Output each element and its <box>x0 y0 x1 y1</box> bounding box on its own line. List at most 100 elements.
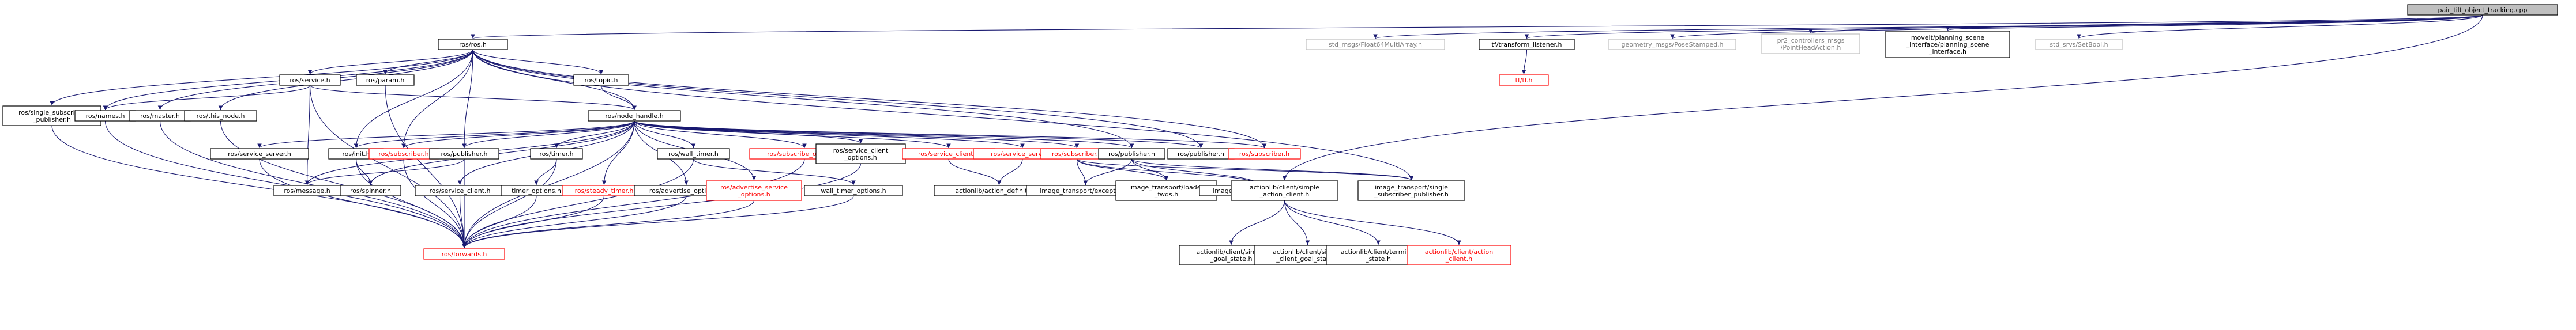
node-box <box>1885 31 2010 58</box>
node-label: wall_timer_options.h <box>821 187 886 195</box>
edge-ros_node_handle-to-ros_timer <box>554 120 635 149</box>
node-label: actionlib/action_definition.h <box>955 187 1043 195</box>
node-box <box>1761 33 1860 54</box>
node-ros-publisher-a[interactable]: ros/publisher.h <box>429 148 499 160</box>
edge-ros_adv_srv_options-to-ros_forwards <box>462 200 755 249</box>
node-ros-adv-srv-options[interactable]: ros/advertise_service_options.h <box>706 180 802 201</box>
node-tf-listener[interactable]: tf/transform_listener.h <box>1479 39 1575 50</box>
node-timer-options[interactable]: timer_options.h <box>501 185 571 196</box>
node-box <box>1228 148 1301 160</box>
edge-ros_node_handle-to-ros_publisher_b <box>634 120 1134 149</box>
node-ros-wall-timer[interactable]: ros/wall_timer.h <box>657 148 730 160</box>
edge-ros_ros-to-ros_service <box>307 49 473 75</box>
edge-ros_publisher_b-to-it_single_sub_pub <box>1131 158 1414 181</box>
node-ros-names[interactable]: ros/names.h <box>74 110 136 122</box>
edge-ros_service-to-ros_forwards <box>309 85 467 249</box>
node-root[interactable]: pair_tilt_object_tracking.cpp <box>2407 4 2558 16</box>
edge-ros_ros-to-ros_topic <box>472 49 604 75</box>
edge-ros_ros-to-ros_publisher_c <box>472 49 1204 149</box>
edge-ros_node_handle-to-ros_service_client_a <box>634 120 951 149</box>
node-box <box>804 185 903 196</box>
node-ros-subscriber-b[interactable]: ros/subscriber.h <box>1040 148 1114 160</box>
node-label: ros/names.h <box>86 112 125 120</box>
edge-ros_node_handle-to-ros_publisher_a <box>462 120 635 149</box>
node-geom-pose[interactable]: geometry_msgs/PoseStamped.h <box>1608 39 1736 50</box>
edge-ros_names-to-ros_forwards <box>104 120 467 249</box>
edge-ros_sub_options-to-ros_forwards <box>462 158 805 249</box>
node-label: ros/service_server.h <box>991 150 1054 158</box>
node-label: actionlib/client/simple <box>1273 248 1342 256</box>
node-label: actionlib/client/simple <box>1197 248 1266 256</box>
node-box <box>340 185 401 196</box>
node-ros-node-handle[interactable]: ros/node_handle.h <box>588 110 681 122</box>
edge-ros_wall_timer-to-ros_forwards <box>462 158 694 249</box>
node-label: ros/subscriber.h <box>1239 150 1289 158</box>
node-ros-service-server-a[interactable]: ros/service_server.h <box>210 148 309 160</box>
node-std-setbool[interactable]: std_srvs/SetBool.h <box>2035 39 2123 50</box>
node-label: /PointHeadAction.h <box>1781 44 1841 51</box>
edge-root-to-moveit_psi <box>1946 14 2483 31</box>
edge-al_simple_client-to-al_action_client <box>1284 200 1461 245</box>
edge-ros_timer-to-timer_options <box>534 158 557 185</box>
node-ros-srv-client-opts[interactable]: ros/service_client_options.h <box>815 143 906 164</box>
node-ros-timer[interactable]: ros/timer.h <box>530 148 583 160</box>
edge-ros_steady_timer-to-ros_forwards <box>462 195 605 249</box>
node-label: tf/tf.h <box>1515 77 1533 84</box>
edge-ros_service_server_b-to-al_action_def <box>996 158 1023 185</box>
node-al-action-client[interactable]: actionlib/client/action_client.h <box>1407 245 1511 265</box>
node-label: _client_goal_state.h <box>1276 255 1339 263</box>
edge-ros_adv_options-to-ros_forwards <box>462 195 687 249</box>
edge-ros_topic-to-ros_node_handle <box>600 85 637 111</box>
node-it-single-sub-pub[interactable]: image_transport/single_subscriber_publis… <box>1357 180 1465 201</box>
edge-ros_node_handle-to-ros_service_server_a <box>257 120 635 149</box>
node-ros-param[interactable]: ros/param.h <box>356 74 415 86</box>
node-it-exception-a[interactable]: image_transport/exception.h <box>1026 185 1145 196</box>
node-ros-subscriber-a[interactable]: ros/subscriber.h <box>368 148 439 160</box>
node-box <box>1407 245 1511 265</box>
node-box <box>706 180 802 201</box>
node-al-simple-client[interactable]: actionlib/client/simple_action_client.h <box>1231 180 1338 201</box>
node-box <box>530 148 583 160</box>
node-pr2-head[interactable]: pr2_controllers_msgs/PointHeadAction.h <box>1761 33 1860 54</box>
node-ros-spinner[interactable]: ros/spinner.h <box>340 185 401 196</box>
node-wall-timer-options[interactable]: wall_timer_options.h <box>804 185 903 196</box>
node-ros-steady-timer[interactable]: ros/steady_timer.h <box>562 185 646 196</box>
node-label: image_transport/exception.h <box>1040 187 1131 195</box>
node-ros-ros[interactable]: ros/ros.h <box>438 39 508 50</box>
node-ros-service[interactable]: ros/service.h <box>279 74 341 86</box>
node-ros-message[interactable]: ros/message.h <box>273 185 341 196</box>
node-ros-publisher-c[interactable]: ros/publisher.h <box>1167 148 1235 160</box>
node-label: ros/service.h <box>289 77 330 84</box>
edge-ros_ros-to-ros_subscriber_c <box>472 49 1267 149</box>
node-ros-master[interactable]: ros/master.h <box>129 110 191 122</box>
node-label: ros/publisher.h <box>441 150 488 158</box>
node-tf-tf[interactable]: tf/tf.h <box>1499 74 1549 86</box>
node-box <box>1357 180 1465 201</box>
node-ros-topic[interactable]: ros/topic.h <box>573 74 629 86</box>
node-label: _options.h <box>737 191 770 198</box>
node-moveit-psi[interactable]: moveit/planning_scene_interface/planning… <box>1885 31 2010 58</box>
node-layer: pair_tilt_object_tracking.cpp ros/ros.h st… <box>2 4 2558 265</box>
node-ros-this-node[interactable]: ros/this_node.h <box>184 110 257 122</box>
node-box <box>1499 74 1549 86</box>
node-label: ros/single_subscriber <box>18 109 85 116</box>
node-ros-forwards[interactable]: ros/forwards.h <box>423 248 505 260</box>
edge-ros_ros-to-it_single_sub_pub <box>472 49 1414 181</box>
node-label: ros/timer.h <box>539 150 573 158</box>
node-box <box>438 39 508 50</box>
node-label: ros/ros.h <box>459 41 487 48</box>
node-label: ros/steady_timer.h <box>575 187 634 195</box>
node-label: ros/init.h <box>342 150 370 158</box>
node-box <box>815 143 906 164</box>
node-label: _state.h <box>1365 255 1391 263</box>
node-ros-publisher-b[interactable]: ros/publisher.h <box>1098 148 1165 160</box>
node-label: image_transport/loader <box>1129 184 1204 191</box>
edge-ros_this_node-to-ros_forwards <box>220 120 467 249</box>
node-label: ros/subscriber.h <box>378 150 428 158</box>
edge-ros_ros-to-ros_publisher_a <box>462 49 473 149</box>
node-ros-service-client-b[interactable]: ros/service_client.h <box>415 185 505 196</box>
node-ros-subscriber-c[interactable]: ros/subscriber.h <box>1228 148 1301 160</box>
edge-ros_ros-to-ros_param <box>383 49 473 75</box>
node-std-float64[interactable]: std_msgs/Float64MultiArray.h <box>1306 39 1445 50</box>
node-label: ros/publisher.h <box>1108 150 1155 158</box>
